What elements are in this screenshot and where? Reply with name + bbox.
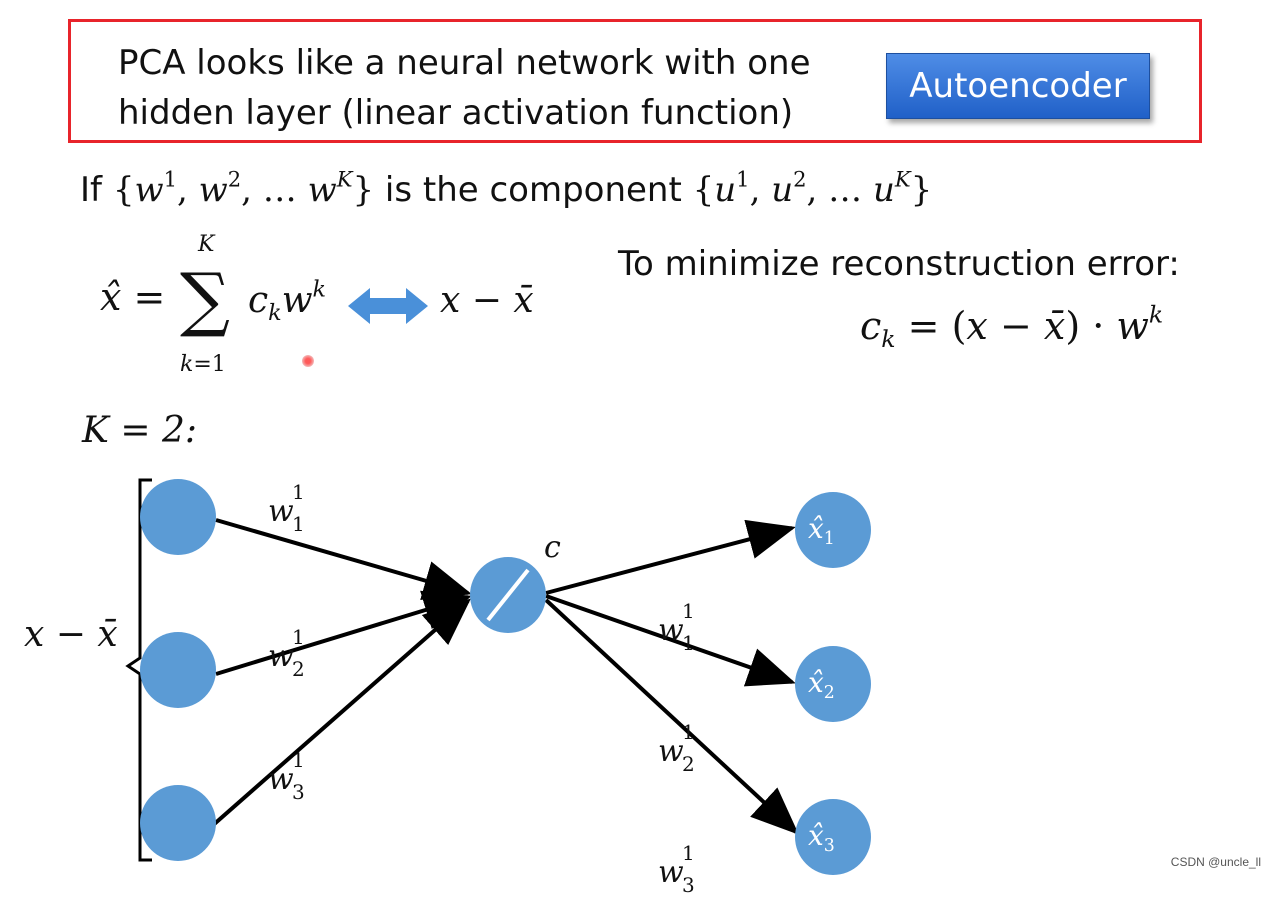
component-statement: If {w1, w2, … wK} is the component {u1, … <box>80 166 933 210</box>
w-set: {w1, w2, … wK} <box>112 166 375 210</box>
x-minus-xbar-input: x − x̄ <box>24 614 118 655</box>
header-line-1: PCA looks like a neural network with one <box>118 43 811 83</box>
output-node-1 <box>795 492 871 568</box>
linear-activation-icon <box>486 568 530 622</box>
output-label-1: x̂1 <box>808 512 835 550</box>
output-label-3: x̂3 <box>808 819 835 857</box>
edge-in-3 <box>210 598 472 828</box>
k-equals-2: K = 2: <box>82 410 197 451</box>
watermark: CSDN @uncle_ll <box>1170 855 1261 869</box>
edge-out-1 <box>545 519 796 595</box>
sum-lower-limit: k=1 <box>180 352 226 377</box>
edge-out-2 <box>545 594 796 687</box>
autoencoder-label: Autoencoder <box>909 66 1127 106</box>
xhat-equals: x̂ = <box>100 275 166 319</box>
header-box <box>68 19 1202 143</box>
edge-out-3 <box>544 598 799 835</box>
edge-in-1 <box>215 518 472 600</box>
objective-text: To minimize reconstruction error: <box>618 244 1180 284</box>
output-label-2: x̂2 <box>808 666 835 704</box>
input-node-3 <box>140 785 216 861</box>
header-line-2: hidden layer (linear activation function… <box>118 93 794 133</box>
input-node-1 <box>140 479 216 555</box>
output-node-2 <box>795 646 871 722</box>
hidden-c-label: c <box>544 530 561 565</box>
ck-wk-term: ckwk <box>248 276 327 326</box>
ck-formula: ck = (x − x̄) · wk <box>860 300 1164 354</box>
input-node-2 <box>140 632 216 708</box>
double-arrow-icon <box>348 288 428 324</box>
statement-middle: is the component <box>384 170 682 210</box>
sigma-symbol: ∑ <box>180 258 230 340</box>
u-set: {u1, u2, … uK} <box>692 166 933 210</box>
input-brace <box>125 478 152 862</box>
output-node-3 <box>795 799 871 875</box>
header-text: PCA looks like a neural network with one… <box>118 38 810 138</box>
x-minus-xbar-top: x − x̄ <box>440 280 534 321</box>
autoencoder-button[interactable]: Autoencoder <box>886 53 1150 119</box>
pointer-dot <box>302 355 314 367</box>
sum-upper-limit: K <box>198 232 215 257</box>
statement-prefix: If <box>80 170 102 210</box>
network-diagram <box>125 478 871 875</box>
